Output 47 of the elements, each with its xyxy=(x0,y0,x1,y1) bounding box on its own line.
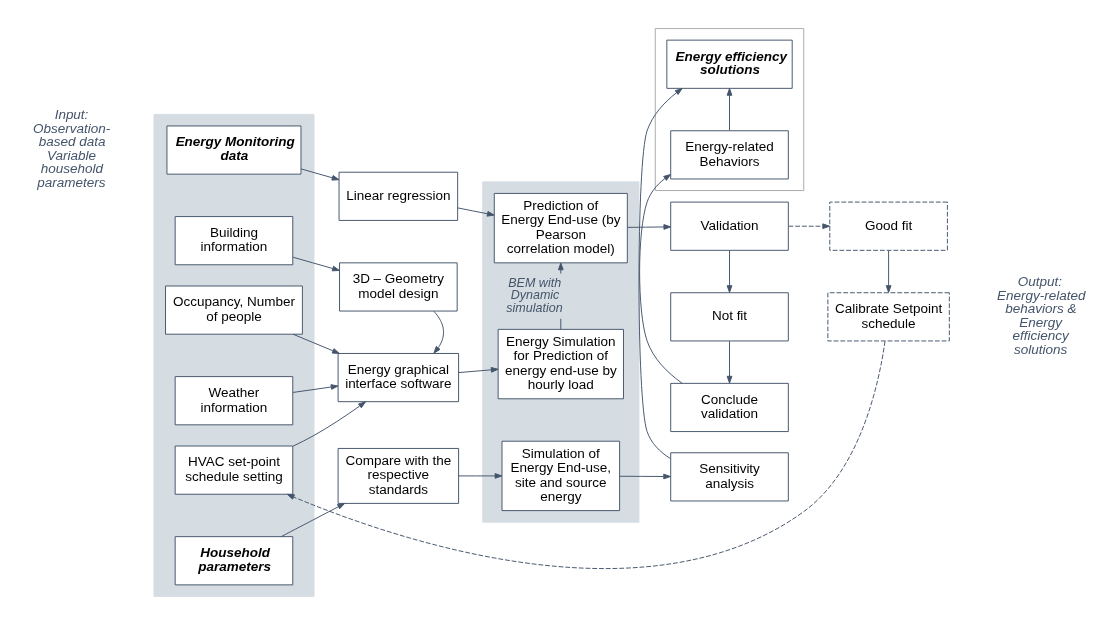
arrow xyxy=(286,340,886,568)
arrow xyxy=(458,472,503,479)
arrow xyxy=(457,206,495,217)
node-box: Validation xyxy=(670,201,789,251)
arrow xyxy=(726,249,733,293)
arrow xyxy=(726,340,733,383)
arrow xyxy=(638,87,683,459)
cluster xyxy=(482,180,640,523)
node-box: Prediction of Energy End-use (by Pearson correlation model) xyxy=(493,192,628,263)
arrow xyxy=(639,173,683,384)
node-box: HVAC set-point schedule setting xyxy=(174,445,294,495)
arrow xyxy=(292,333,340,354)
node-box: Household parameters xyxy=(174,535,294,585)
node-box: Weather information xyxy=(174,375,294,425)
node-box: Building information xyxy=(174,215,294,265)
node-box: Linear regression xyxy=(338,171,459,221)
arrow xyxy=(300,167,340,181)
node-box: Not fit xyxy=(670,291,789,341)
node-box: Energy-related Behaviors xyxy=(670,129,789,179)
node-box: Energy graphical interface software xyxy=(337,352,460,402)
arrow xyxy=(619,473,671,479)
arrow xyxy=(433,310,445,354)
arrow xyxy=(726,87,733,131)
arrow xyxy=(292,383,339,393)
label: Output: Energy-related behaviors & Energy efficiency solutions xyxy=(997,273,1086,357)
edge-label: BEM with Dynamic simulation xyxy=(506,275,563,315)
arrow xyxy=(458,366,499,373)
node-box: Energy efficiency solutions xyxy=(666,39,793,89)
arrow xyxy=(292,400,366,447)
arrow xyxy=(885,249,892,293)
arrow xyxy=(788,222,830,229)
arrow xyxy=(292,256,340,271)
label: Input: Observation-based data Variable household parameters xyxy=(32,106,111,190)
node-box: Compare with the respective standards xyxy=(337,447,460,504)
arrow xyxy=(627,223,672,230)
node-box: Good fit xyxy=(829,201,948,251)
cluster xyxy=(654,27,805,191)
node-box: Sensitivity analysis xyxy=(670,451,789,501)
node-box: Conclude validation xyxy=(670,382,789,432)
node-box: Simulation of Energy End-use, site and source energy xyxy=(501,440,621,511)
node-box: Energy Monitoring data xyxy=(166,124,302,175)
node-box: 3D – Geometry model design xyxy=(339,261,458,312)
node-box: Calibrate Setpoint schedule xyxy=(827,291,950,341)
node-box: Energy Simulation for Prediction of energy end-use by hourly load xyxy=(497,328,624,399)
arrow xyxy=(281,502,345,537)
node-box: Occupancy, Number of people xyxy=(165,285,303,335)
cluster xyxy=(153,113,315,597)
